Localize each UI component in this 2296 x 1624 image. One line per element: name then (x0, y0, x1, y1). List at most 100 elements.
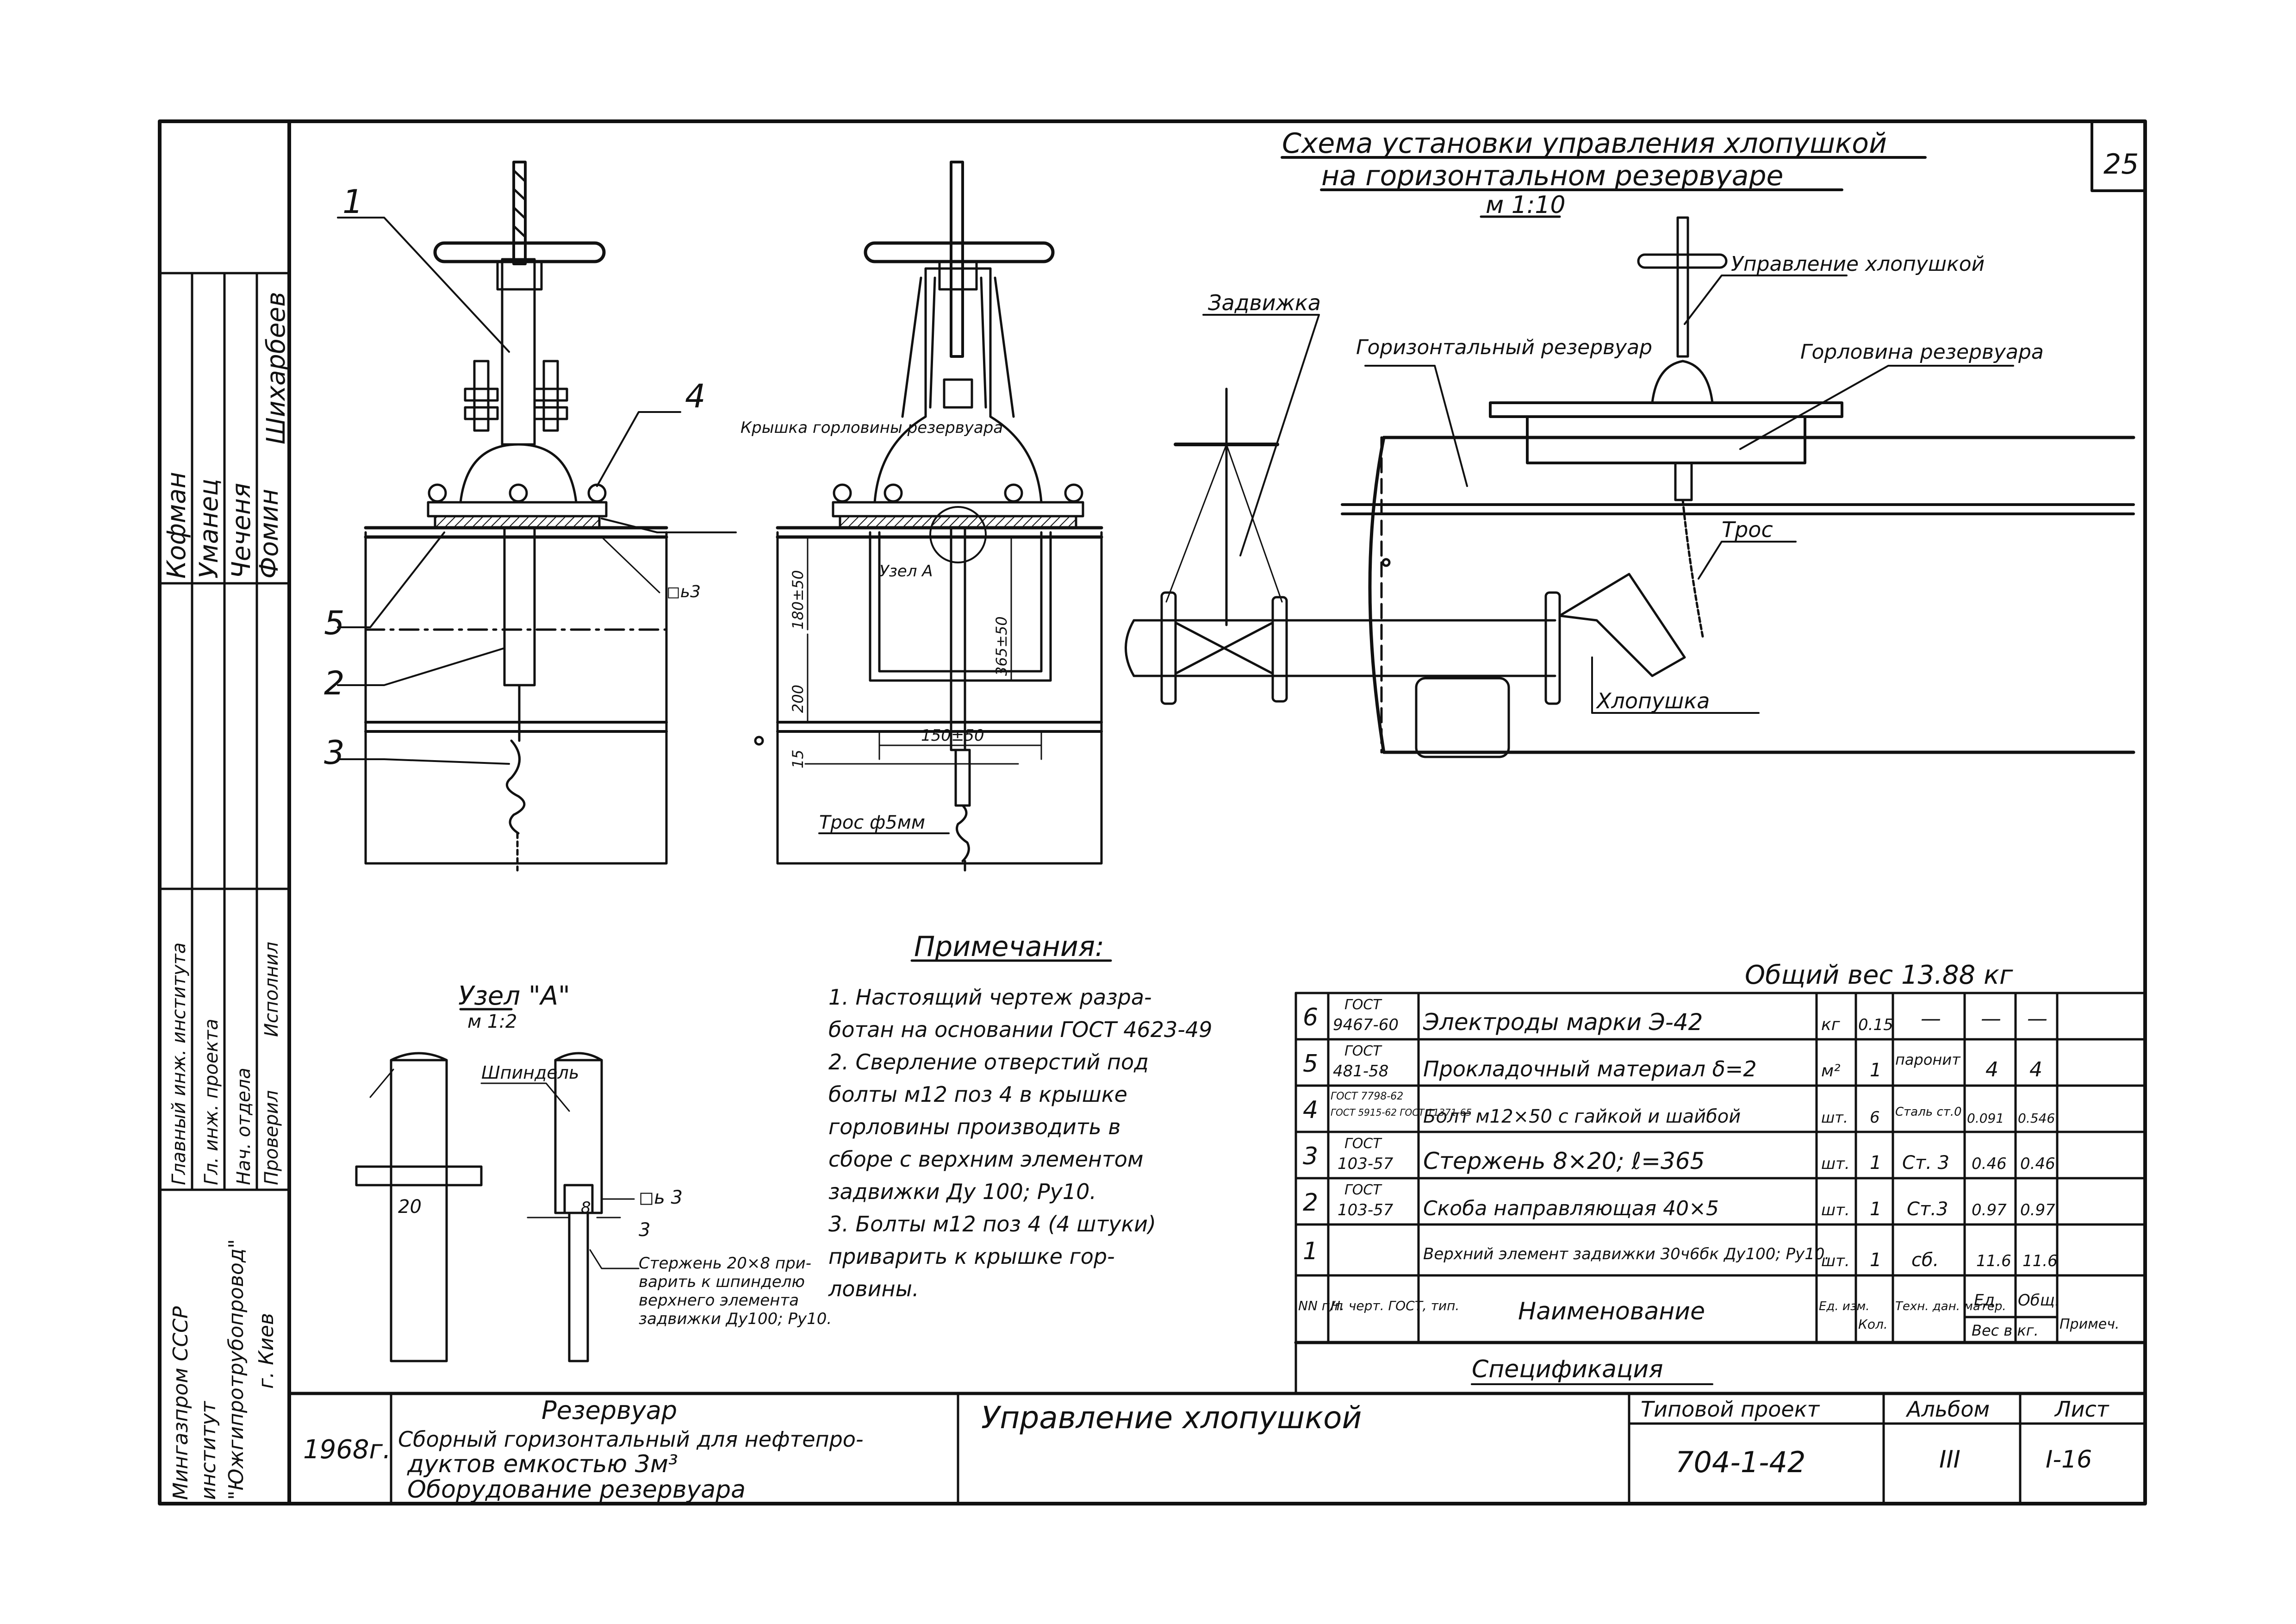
spec-row-unit: кг (1821, 1015, 1841, 1034)
spec-row-num: 6 (1303, 1004, 1318, 1031)
node-a-title: Узел "А" (458, 981, 570, 1011)
dim-15: 15 (789, 750, 807, 768)
flap-control-label: Управление хлопушкой (1731, 252, 1985, 276)
page-number-box (2091, 120, 2147, 192)
page-number: 25 (2103, 148, 2139, 181)
note-line-9: приварить к крышке гор- (828, 1244, 1115, 1269)
horizontal-tank-label: Горизонтальный резервуар (1356, 336, 1652, 359)
stamp-role-2: Гл. инж. проекта (201, 1019, 222, 1186)
spec-row-wt: 0.97 (2020, 1201, 2055, 1219)
spec-row-1: 1 Верхний элемент задвижки 30ч6бк Ду100;… (1303, 1237, 2058, 1271)
spec-row-6: 6 ГОСТ 9467-60 Электроды марки Э-42 кг 0… (1303, 997, 2047, 1036)
stamp-role-4: Проверил (261, 1090, 282, 1185)
spec-row-doc: ГОСТ (1344, 1136, 1382, 1152)
org-line-4: г. Киев (255, 1313, 278, 1389)
spec-row-qty: 0.15 (1858, 1016, 1893, 1034)
pos-2-label: 2 (324, 664, 345, 702)
stamp-role-1: Главный инж. института (168, 943, 190, 1185)
spec-row-num: 4 (1303, 1096, 1318, 1124)
spindle-label: Шпиндель (481, 1062, 579, 1083)
note-line-5: горловины производить в (828, 1114, 1120, 1139)
spec-row-doc: ГОСТ (1344, 1182, 1382, 1198)
dim-150: 150±50 (921, 726, 984, 745)
spec-row-wu: 11.6 (1976, 1252, 2011, 1270)
spec-row-qty: 1 (1870, 1060, 1881, 1081)
spec-row-qty: 1 (1870, 1199, 1881, 1220)
spec-row-wu: 0.46 (1972, 1155, 2007, 1173)
spec-row-doc2: 481-58 (1333, 1062, 1388, 1081)
spec-row-mat: сб. (1911, 1249, 1939, 1271)
sheet-title-2: на горизонтальном резервуаре (1321, 160, 1783, 192)
spec-row-mat: Ст.3 (1907, 1199, 1948, 1220)
node-a-scale: м 1:2 (467, 1011, 517, 1032)
tb-project-3: дуктов емкостью 3м³ (407, 1450, 678, 1478)
dim-200: 200 (789, 685, 807, 713)
spec-row-name: Болт м12×50 с гайкой и шайбой (1423, 1106, 1741, 1127)
spec-row-doc: ГОСТ (1344, 1043, 1382, 1059)
spec-row-doc2: 103-57 (1338, 1155, 1394, 1173)
spec-h-num: NN п/п (1298, 1298, 1343, 1313)
view-front-left (337, 161, 737, 872)
spec-h-name: Наименование (1518, 1298, 1705, 1325)
spec-h-doc: Н. черт. ГОСТ, тип. (1331, 1298, 1459, 1313)
note-line-2: ботан на основании ГОСТ 4623-49 (828, 1017, 1212, 1042)
spec-row-wu: 0.97 (1972, 1201, 2007, 1219)
note-line-10: ловины. (828, 1276, 919, 1301)
cable-label: Трос ф5мм (819, 812, 925, 833)
stamp-name-4: Фомин (254, 489, 284, 579)
spec-caption: Спецификация (1472, 1355, 1663, 1383)
manhole-cover-label: Крышка горловины резервуара (740, 418, 1003, 437)
node-a-detail (355, 1008, 640, 1362)
spec-row-wt: 0.46 (2020, 1155, 2055, 1173)
outer-frame (158, 119, 2147, 1505)
tb-typical-value: 704-1-42 (1675, 1445, 1805, 1479)
spec-row-wu: — (1981, 1007, 2001, 1031)
spec-row-doc2: 9467-60 (1333, 1016, 1399, 1034)
tb-sheet-value: I-16 (2046, 1446, 2092, 1474)
pos-1-label: 1 (342, 183, 363, 221)
rod-note-4: задвижки Ду100; Ру10. (639, 1310, 832, 1328)
gate-valve-label: Задвижка (1208, 290, 1321, 315)
note-line-6: сборе с верхним элементом (828, 1147, 1144, 1172)
org-line-3: "Южгипротрубопровод" (224, 1239, 248, 1500)
stamp-name-3: Чеченя (226, 483, 256, 579)
sheet-scale: м 1:10 (1486, 191, 1566, 219)
tb-sheet-label: Лист (2054, 1397, 2109, 1422)
notes-title: Примечания: (914, 931, 1104, 963)
spec-row-doc: ГОСТ 7798-62 (1331, 1091, 1403, 1102)
spec-row-name: Прокладочный материал δ=2 (1423, 1056, 1757, 1081)
spec-row-name: Стержень 8×20; ℓ=365 (1423, 1148, 1705, 1174)
spec-row-unit: м² (1821, 1062, 1841, 1081)
tb-project-2: Сборный горизонтальный для нефтепро- (398, 1427, 864, 1452)
spec-row-num: 3 (1303, 1143, 1318, 1170)
spec-row-mat: Ст. 3 (1902, 1152, 1949, 1174)
stamp-name-5: Шихарбеев (261, 292, 291, 444)
spec-row-num: 5 (1303, 1050, 1318, 1078)
tank-neck-label: Горловина резервуара (1800, 340, 2044, 364)
spec-row-num: 2 (1303, 1189, 1318, 1217)
rod-note-1: Стержень 20×8 при- (639, 1254, 811, 1273)
spec-row-mat: Сталь ст.0 (1895, 1105, 1962, 1119)
drawing-text: 25 Схема установки управления хлопушкой … (162, 127, 2139, 1504)
pos-5-label: 5 (324, 604, 345, 642)
rod-note-2: варить к шпинделю (639, 1273, 805, 1291)
node-a-label: Узел А (879, 562, 933, 581)
spec-row-unit: шт. (1821, 1155, 1850, 1173)
spec-row-qty: 6 (1870, 1108, 1880, 1127)
spec-row-mat: — (1921, 1007, 1941, 1031)
note-line-8: 3. Болты м12 поз 4 (4 штуки) (828, 1212, 1156, 1237)
spec-row-num: 1 (1303, 1237, 1318, 1265)
spec-row-name: Скоба направляющая 40×5 (1423, 1197, 1719, 1220)
spec-row-qty: 1 (1870, 1249, 1881, 1271)
spec-h-unit: Ед. изм. (1819, 1299, 1870, 1313)
spec-row-unit: шт. (1821, 1252, 1850, 1270)
spec-row-wu: 0.091 (1967, 1111, 2004, 1126)
weld-label: ◻ь3 (666, 582, 701, 601)
view-side (754, 161, 1103, 872)
spec-row-wt: 0.546 (2018, 1111, 2055, 1126)
stamp-name-1: Кофман (162, 472, 191, 579)
tb-album-value: III (1939, 1446, 1960, 1474)
pos-4-label: 4 (685, 377, 706, 415)
dim-180: 180±50 (789, 570, 807, 630)
